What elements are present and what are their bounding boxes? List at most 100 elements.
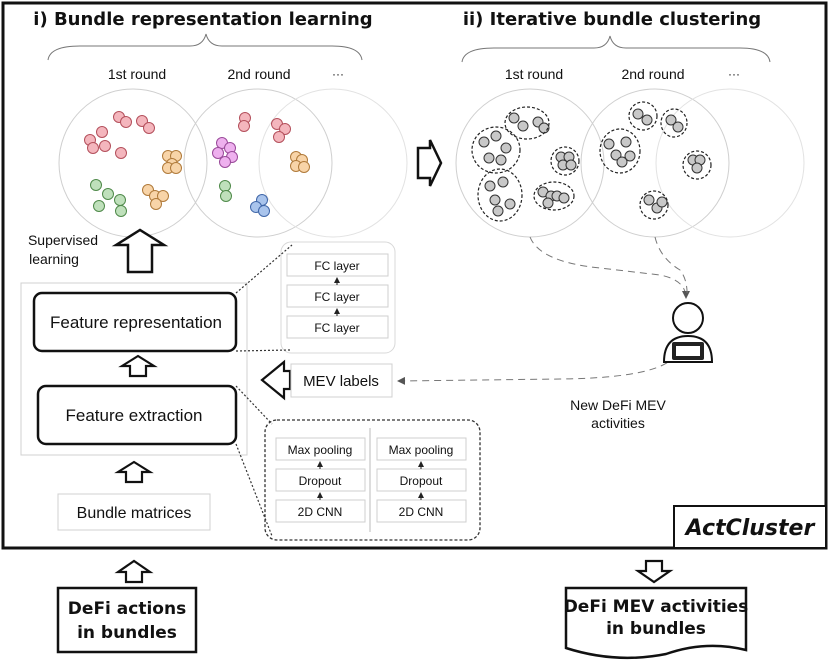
bundle-dot-gray — [620, 136, 632, 148]
bundle-dot-green — [115, 205, 127, 217]
max-pooling-box-left — [275, 437, 366, 461]
cnn-label-left: 2D CNN — [298, 505, 343, 519]
feature-extraction-box — [36, 384, 238, 446]
fc-layer-label-top: FC layer — [314, 259, 359, 273]
mev-labels-box — [290, 363, 393, 398]
bundle-dot-gray — [643, 194, 655, 206]
right-round-more-circle — [655, 88, 805, 238]
bundle-dot-green — [90, 179, 102, 191]
bundle-dot-gray — [672, 121, 684, 133]
right-cluster-outlines — [471, 101, 712, 222]
left-round-2-circle — [183, 88, 333, 238]
cluster-outline — [477, 168, 523, 222]
input-label-line2: in bundles — [77, 623, 177, 643]
bundle-dot-gray — [489, 194, 501, 206]
bundle-dot-gray — [665, 114, 677, 126]
output-arrow — [634, 559, 674, 584]
bundle-dot-red — [115, 147, 127, 159]
cluster-outline — [533, 181, 575, 211]
brand-label: ActCluster — [684, 516, 816, 541]
output-label-line1: DeFi MEV activities — [564, 597, 749, 617]
brand-tag — [673, 505, 827, 549]
cluster-outline — [660, 108, 688, 138]
bundle-dot-green — [114, 194, 126, 206]
bundle-dot-gray — [483, 152, 495, 164]
bundle-dot-red — [273, 131, 285, 143]
bundle-dot-red — [136, 115, 148, 127]
bundle-dot-gray — [691, 162, 703, 174]
bundle-dot-red — [96, 126, 108, 138]
left-round-2-label: 2nd round — [227, 66, 290, 82]
supervised-label-line2: learning — [29, 251, 79, 267]
dropout-label-left: Dropout — [299, 474, 342, 488]
matrices-to-extraction-arrow — [114, 460, 154, 484]
cluster-outline — [550, 146, 580, 176]
bundle-dot-red — [238, 120, 250, 132]
section-transition-arrow — [416, 139, 443, 187]
feature-extraction-label: Feature extraction — [65, 406, 202, 425]
new-activities-label-line1: New DeFi MEV — [570, 397, 666, 413]
bundle-dot-green — [220, 190, 232, 202]
bundle-dot-gray — [624, 150, 636, 162]
input-label-line1: DeFi actions — [68, 599, 186, 619]
left-round-1-label: 1st round — [108, 66, 166, 82]
bundle-dot-red — [99, 140, 111, 152]
left-round-more-circle — [258, 88, 408, 238]
cnn-connector-top — [235, 385, 273, 425]
fc-layer-box-top — [286, 253, 389, 277]
right-section-title: ii) Iterative bundle clustering — [463, 9, 761, 30]
bundle-dot-orange — [298, 161, 310, 173]
bundle-dot-gray — [478, 136, 490, 148]
bundle-dot-gray — [641, 114, 653, 126]
bundle-dot-green — [219, 180, 231, 192]
right-round-more-label: ··· — [728, 67, 740, 81]
bundle-dot-gray — [508, 112, 520, 124]
bundle-dot-gray — [490, 130, 502, 142]
bundle-dot-gray — [517, 120, 529, 132]
right-bundle-dots — [478, 108, 706, 217]
left-round-more-label: ··· — [332, 67, 344, 81]
bundle-dot-red — [120, 116, 132, 128]
supervised-label-line1: Supervised — [28, 232, 98, 248]
bundle-dot-gray — [565, 159, 577, 171]
bundle-dot-blue — [258, 205, 270, 217]
left-section-title: i) Bundle representation learning — [33, 9, 372, 30]
fc-connector-top — [235, 244, 293, 294]
cnn-label-right: 2D CNN — [399, 505, 444, 519]
bundle-dot-gray — [492, 205, 504, 217]
bundle-dot-gray — [497, 176, 509, 188]
bundle-dot-purple — [212, 147, 224, 159]
fc-connector-bottom — [235, 349, 291, 352]
bundle-dot-orange — [150, 198, 162, 210]
dropout-label-right: Dropout — [400, 474, 443, 488]
bundle-dot-gray — [558, 192, 570, 204]
bundle-dot-gray — [656, 196, 668, 208]
bundle-dot-gray — [616, 156, 628, 168]
bundle-dot-orange — [170, 162, 182, 174]
fc-layer-label-middle: FC layer — [314, 290, 359, 304]
output-document — [564, 586, 748, 660]
bundle-matrices-label: Bundle matrices — [77, 505, 192, 522]
bundle-dot-green — [102, 188, 114, 200]
bundle-dot-red — [279, 123, 291, 135]
cluster-outline — [599, 128, 641, 174]
right-round-1-label: 1st round — [505, 66, 563, 82]
feature-representation-label: Feature representation — [50, 313, 222, 332]
bundle-dot-gray — [495, 154, 507, 166]
bundle-dot-orange — [157, 190, 169, 202]
cluster-outline — [628, 101, 658, 131]
bundle-dot-red — [143, 122, 155, 134]
left-bundle-dots — [84, 111, 310, 217]
flow-analyst-to-labels — [397, 354, 677, 385]
bundle-dot-green — [93, 200, 105, 212]
output-label-line2: in bundles — [606, 619, 706, 639]
max-pooling-label-right: Max pooling — [389, 443, 454, 457]
bundle-dot-gray — [542, 197, 554, 209]
cluster-outline — [471, 126, 521, 174]
cluster-outline — [682, 150, 712, 180]
feature-representation-box — [32, 291, 238, 353]
flow-round-2-to-analyst — [654, 236, 688, 299]
supervised-up-arrow — [111, 228, 169, 274]
fc-layer-label-bottom: FC layer — [314, 321, 359, 335]
